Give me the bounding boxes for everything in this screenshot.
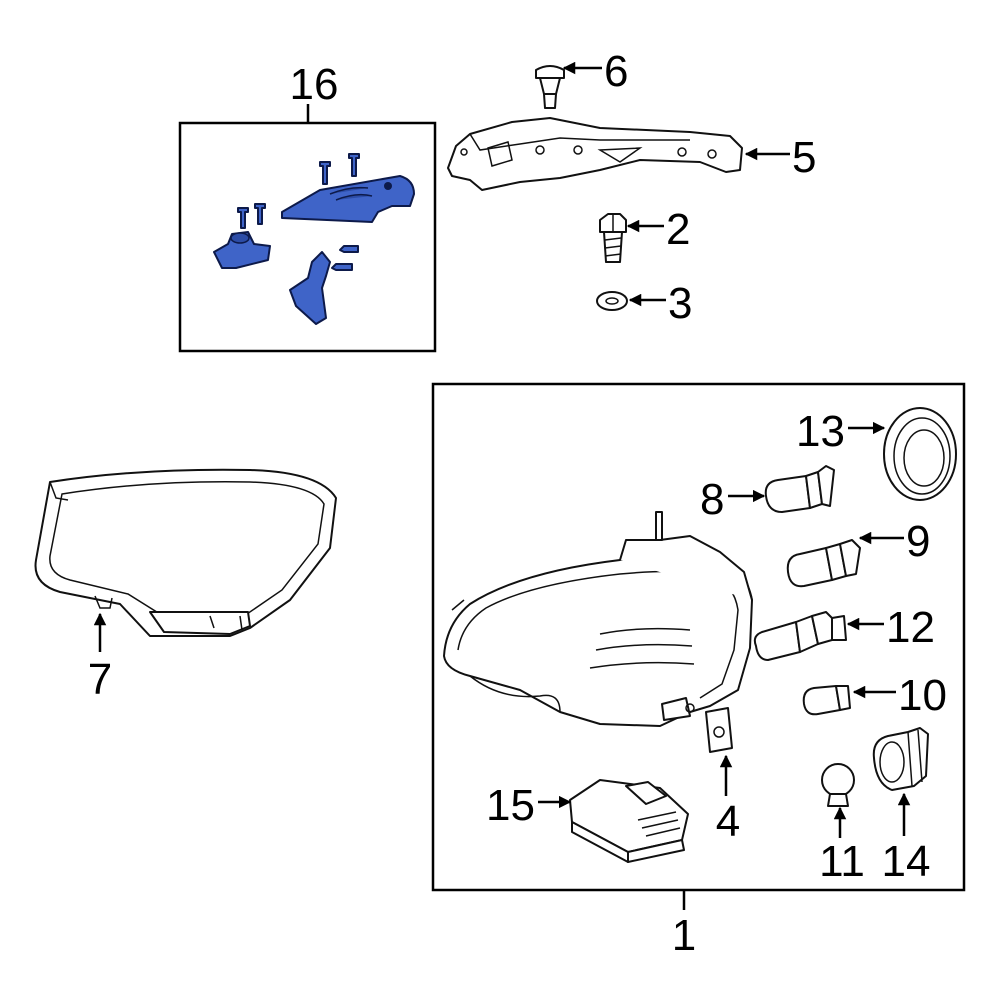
lens-cover[interactable] (34, 468, 337, 637)
bulb-10[interactable] (802, 685, 851, 716)
callout-14[interactable]: 14 (882, 837, 931, 886)
washer[interactable] (596, 291, 628, 311)
callout-12[interactable]: 12 (886, 603, 935, 652)
callout-8[interactable]: 8 (700, 475, 724, 524)
callout-2[interactable]: 2 (666, 205, 690, 254)
bulb-socket[interactable] (872, 727, 929, 791)
callout-9[interactable]: 9 (906, 517, 930, 566)
callout-6[interactable]: 6 (604, 47, 628, 96)
bulb-12[interactable] (753, 611, 847, 661)
dust-cap-seal[interactable] (883, 407, 957, 501)
callout-4[interactable]: 4 (716, 797, 740, 846)
bulb-9[interactable] (786, 539, 861, 588)
hex-bolt[interactable] (599, 213, 627, 263)
callout-15[interactable]: 15 (486, 781, 535, 830)
callout-1[interactable]: 1 (672, 911, 696, 960)
clip-nut[interactable] (705, 707, 733, 753)
headlamp-housing[interactable] (443, 511, 753, 727)
mounting-kit-parts[interactable] (213, 153, 415, 325)
assembly-1-frame (431, 382, 966, 892)
callout-3[interactable]: 3 (668, 279, 692, 328)
callout-10[interactable]: 10 (898, 671, 947, 720)
push-rivet[interactable] (535, 65, 565, 109)
callout-5[interactable]: 5 (792, 133, 816, 182)
callout-16[interactable]: 16 (290, 60, 339, 109)
mounting-bracket[interactable] (447, 117, 743, 191)
callout-11[interactable]: 11 (819, 837, 865, 886)
callout-7[interactable]: 7 (88, 655, 112, 704)
callout-13[interactable]: 13 (796, 407, 845, 456)
bulb-8[interactable] (764, 465, 835, 513)
xenon-ballast[interactable] (569, 779, 689, 863)
bulb-11[interactable] (821, 763, 855, 807)
